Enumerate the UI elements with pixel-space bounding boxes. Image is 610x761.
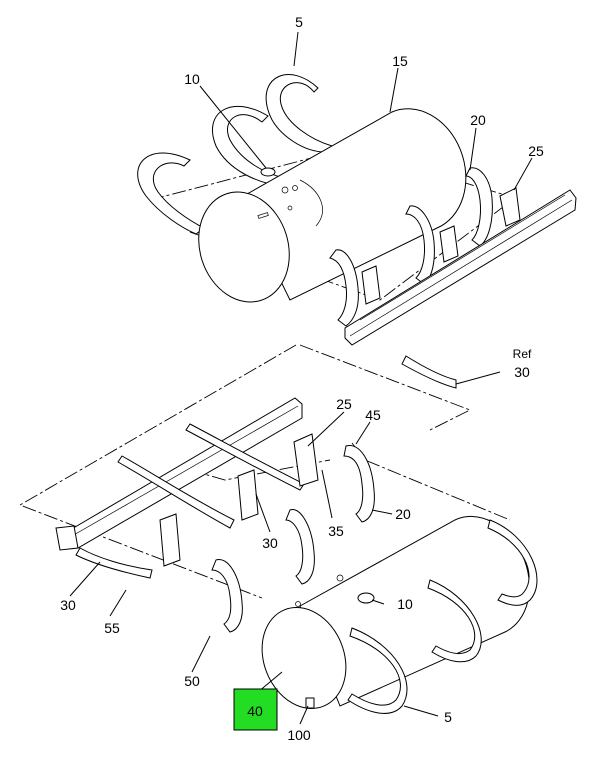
- upper-strap-5: [265, 74, 334, 153]
- callout-30-mid: 30: [262, 535, 278, 551]
- callout-55: 55: [104, 620, 120, 636]
- callout-100: 100: [287, 727, 311, 743]
- upper-assembly: [137, 74, 577, 431]
- upper-tank-15: [198, 108, 467, 303]
- upper-bracket-25: [499, 187, 521, 227]
- ref-reference-plane: [299, 344, 472, 431]
- lower-bracket-50: [211, 559, 243, 633]
- lower-bracket-20: [343, 445, 375, 523]
- callout-30-ref: 30: [514, 364, 530, 380]
- callout-ref-word: Ref: [513, 347, 532, 361]
- lower-frame-rail: [55, 397, 303, 551]
- upper-fill-cap-icon: [260, 167, 276, 177]
- callout-15: 15: [392, 53, 408, 69]
- lower-bracket-mid: [285, 509, 315, 585]
- lower-strap-5: [347, 627, 408, 714]
- lower-fill-cap-icon: [357, 592, 375, 604]
- upper-strap-left: [137, 152, 205, 235]
- ref-strap-30: [401, 355, 457, 389]
- lower-strap-30-center: [117, 455, 235, 529]
- callout-5-bottom: 5: [444, 709, 452, 725]
- callout-20-mid: 20: [395, 506, 411, 522]
- callout-20-top: 20: [470, 112, 486, 128]
- lower-reference-plane: [18, 344, 297, 599]
- lower-strap-middle: [427, 579, 482, 663]
- upper-bracket-mid-1: [405, 205, 435, 285]
- leader-lines: [69, 31, 533, 725]
- callout-10-bottom: 10: [397, 596, 413, 612]
- callout-5-top: 5: [295, 14, 303, 30]
- upper-frame-rail: [344, 189, 577, 346]
- callout-45: 45: [365, 407, 381, 423]
- lower-strap-30-left: [75, 547, 153, 579]
- lower-bracket-25: [293, 433, 319, 487]
- callout-25-top: 25: [528, 143, 544, 159]
- lower-strap-right: [487, 519, 538, 606]
- callout-35: 35: [328, 523, 344, 539]
- lower-assembly: [18, 344, 538, 714]
- upper-bracket-mid-2: [329, 249, 359, 327]
- upper-bracket-20: [465, 167, 493, 247]
- lower-tank-40: [261, 515, 530, 709]
- callout-40: 40: [247, 703, 263, 719]
- callout-50: 50: [184, 673, 200, 689]
- drain-plug-icon: [305, 697, 315, 709]
- callout-10-top: 10: [184, 71, 200, 87]
- callout-25-mid: 25: [336, 396, 352, 412]
- callout-labels: 5 10 15 20 25 Ref 30 25 45 20 35 30 30 5…: [60, 14, 544, 743]
- callout-30-left: 30: [60, 597, 76, 613]
- callout-40-highlight[interactable]: [233, 688, 278, 731]
